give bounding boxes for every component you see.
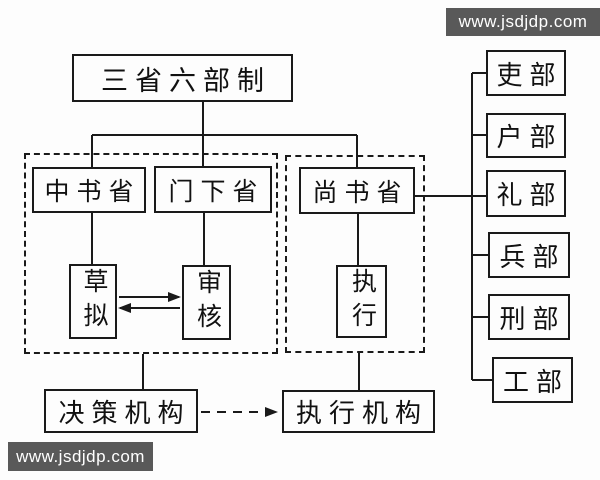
ministry-label: 工部 — [502, 367, 569, 397]
ministry-label: 刑部 — [499, 304, 566, 334]
ministry-label: 兵部 — [499, 242, 566, 272]
watermark-top-right: www.jsdjdp.com — [446, 8, 600, 36]
ministry-box-lipu: 礼部 — [486, 170, 566, 217]
ministry-box-hubu: 户部 — [486, 113, 566, 158]
zhixing-label: 执行 — [348, 267, 376, 336]
caoni-box: 草拟 — [69, 264, 117, 339]
juece-jigou-box: 决策机构 — [44, 389, 198, 433]
shenhe-label: 审核 — [193, 268, 221, 337]
shenhe-box: 审核 — [182, 265, 231, 340]
watermark-text: www.jsdjdp.com — [458, 12, 588, 31]
ministry-box-xingbu: 刑部 — [488, 294, 570, 340]
shangshusheng-label: 尚书省 — [312, 179, 409, 207]
ministry-box-libu: 吏部 — [486, 50, 566, 96]
zhongshusheng-label: 中书省 — [44, 179, 141, 206]
title-label: 三省六部制 — [101, 65, 271, 96]
decision-group-outline — [24, 153, 278, 354]
title-box: 三省六部制 — [72, 54, 293, 102]
ministry-box-gongbu: 工部 — [492, 357, 573, 403]
menxiasheng-label: 门下省 — [168, 178, 265, 206]
ministry-box-bingbu: 兵部 — [488, 232, 570, 278]
ministry-label: 户部 — [496, 123, 563, 152]
shangshusheng-box: 尚书省 — [299, 167, 415, 214]
ministry-label: 礼部 — [496, 181, 563, 210]
ministry-label: 吏部 — [496, 60, 563, 90]
watermark-text: www.jsdjdp.com — [16, 446, 145, 466]
zhongshusheng-box: 中书省 — [32, 167, 146, 213]
executive-group-outline — [285, 155, 425, 353]
watermark-bottom-left: www.jsdjdp.com — [8, 442, 153, 471]
menxiasheng-box: 门下省 — [154, 166, 272, 213]
zhixing-jigou-box: 执行机构 — [282, 390, 435, 433]
caoni-label: 草拟 — [80, 267, 107, 336]
juece-jigou-label: 决策机构 — [58, 398, 191, 428]
zhixing-box: 执行 — [336, 265, 387, 338]
zhixing-jigou-label: 执行机构 — [295, 399, 428, 428]
